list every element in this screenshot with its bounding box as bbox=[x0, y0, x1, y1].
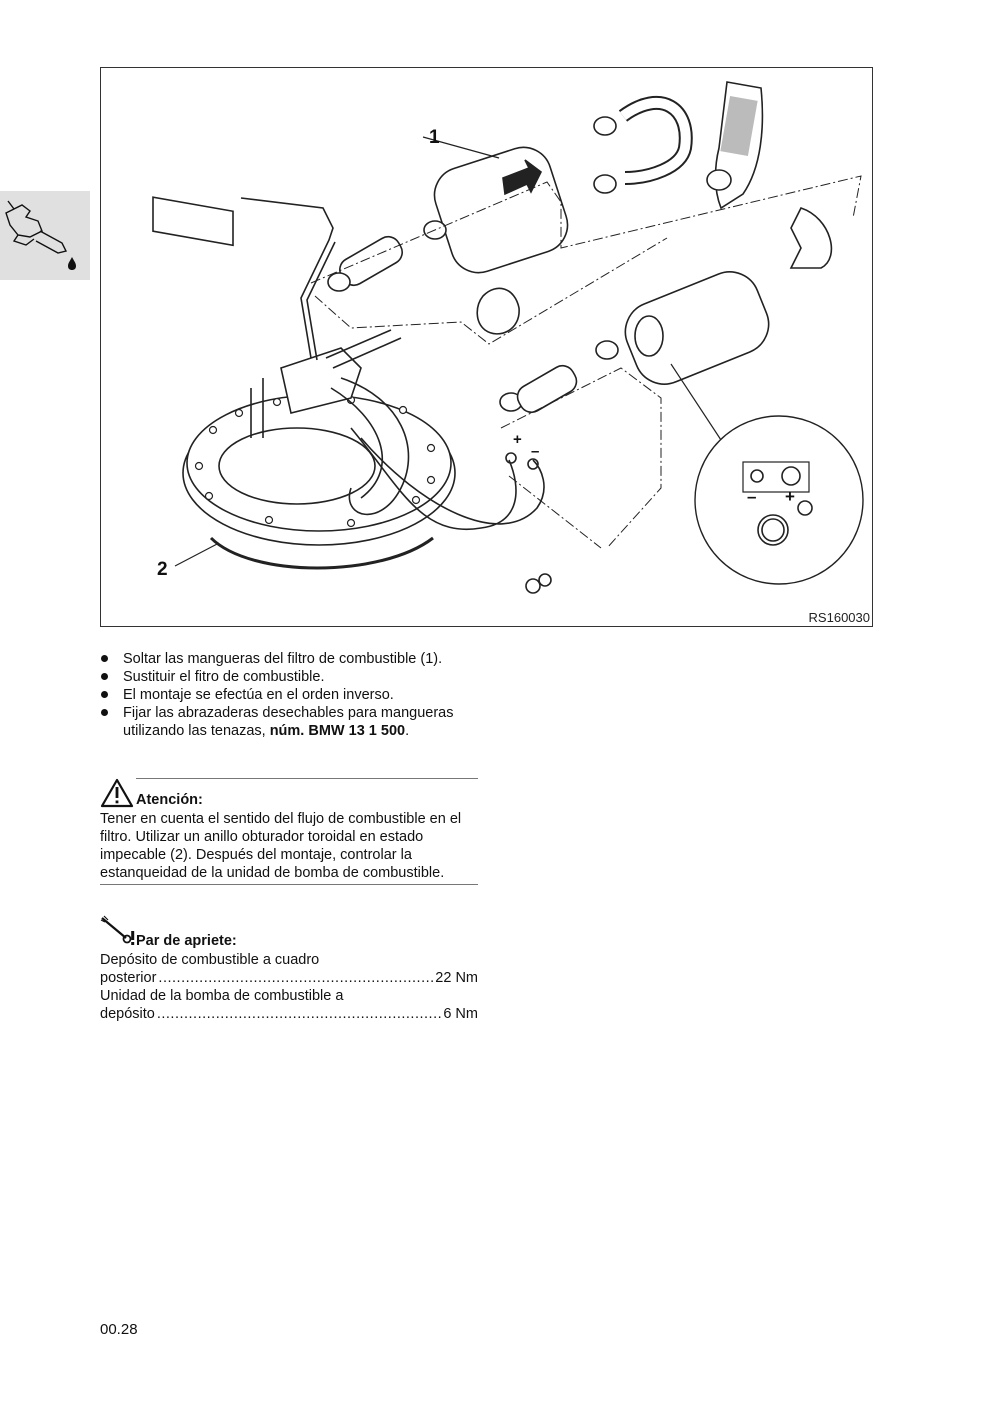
fuel-pump-exploded-drawing: + – – + bbox=[152, 81, 864, 594]
torque-desc: Unidad de la bomba de combustible a bbox=[100, 988, 344, 1004]
leader-dots bbox=[157, 1005, 442, 1023]
callout-2: 2 bbox=[157, 559, 168, 580]
list-item: Sustituir el fitro de combustible. bbox=[100, 668, 478, 686]
torque-list: Depósito de combustible a cuadro posteri… bbox=[100, 951, 478, 1023]
callout-1: 1 bbox=[429, 127, 440, 148]
warning-body: Tener en cuenta el sentido del flujo de … bbox=[100, 811, 462, 881]
terminal-minus-label: – bbox=[531, 443, 539, 460]
section-tab bbox=[0, 191, 90, 280]
terminal-plus-label: + bbox=[513, 431, 522, 448]
torque-item: Depósito de combustible a cuadro posteri… bbox=[100, 951, 478, 987]
torque-wrench-icon bbox=[100, 915, 135, 945]
leader-dots bbox=[158, 969, 433, 987]
torque-heading: Par de apriete: bbox=[100, 914, 237, 952]
torque-value: 6 Nm bbox=[443, 1006, 478, 1022]
step-list: Soltar las mangueras del filtro de combu… bbox=[100, 650, 478, 740]
detail-minus-label: – bbox=[747, 487, 756, 506]
torque-title: Par de apriete: bbox=[136, 933, 237, 949]
step-end: . bbox=[405, 723, 410, 739]
torque-desc: Depósito de combustible a cuadro bbox=[100, 952, 320, 968]
torque-item: Unidad de la bomba de combustible a depó… bbox=[100, 987, 478, 1023]
warning-heading: Atención: bbox=[100, 778, 203, 812]
figure-code: RS160030 bbox=[808, 610, 870, 625]
tool-number: núm. BMW 13 1 500 bbox=[269, 723, 406, 739]
step-text: Fijar las abrazaderas desechables para m… bbox=[123, 705, 454, 739]
warning-bottom-rule bbox=[100, 884, 478, 885]
torque-desc: depósito bbox=[100, 1006, 155, 1022]
detail-plus-label: + bbox=[785, 487, 795, 506]
exploded-view-figure: + – – + 1 2 RS160030 bbox=[100, 67, 873, 627]
fuel-hand-icon bbox=[5, 200, 76, 270]
torque-value: 22 Nm bbox=[435, 970, 478, 986]
torque-desc: posterior bbox=[100, 970, 157, 986]
warning-top-rule bbox=[136, 778, 478, 779]
warning-icon bbox=[100, 778, 134, 808]
list-item: Soltar las mangueras del filtro de combu… bbox=[100, 650, 478, 668]
list-item: El montaje se efectúa en el orden invers… bbox=[100, 686, 478, 704]
warning-title: Atención: bbox=[136, 792, 203, 808]
page-number: 00.28 bbox=[100, 1321, 138, 1338]
list-item: Fijar las abrazaderas desechables para m… bbox=[100, 704, 478, 740]
